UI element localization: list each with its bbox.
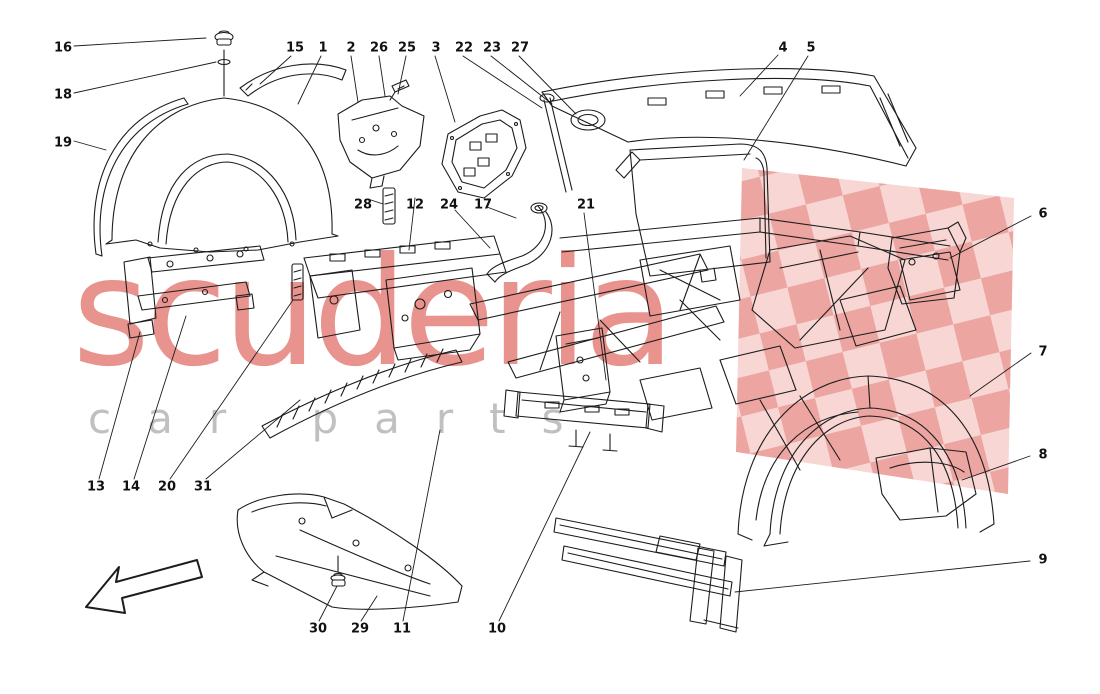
- front-crossmember: [303, 235, 507, 361]
- upper-trim-strip: [239, 63, 347, 97]
- watermark-subtitle-text: car parts: [88, 394, 600, 443]
- windscreen-cowl-structure: [541, 68, 917, 167]
- support-strut: [539, 93, 573, 193]
- front-support-brackets: [123, 245, 265, 339]
- front-wheel-arch: [105, 97, 339, 253]
- lower-crossmember: [503, 389, 665, 452]
- center-support: [555, 327, 611, 413]
- checkered-flag-watermark: [736, 168, 1014, 494]
- rear-wheel-arch: [737, 375, 995, 547]
- undertray-panel: [236, 493, 463, 610]
- drain-hose: [486, 202, 553, 283]
- rear-subframe: [553, 517, 743, 633]
- slatted-grille-strip: [261, 348, 463, 439]
- rear-mounting-bracket: [887, 221, 967, 305]
- perforated-plate: [441, 109, 527, 199]
- callout-leader-lines: [73, 37, 1032, 622]
- front-direction-arrow: [85, 559, 203, 614]
- rear-closing-panel: [875, 447, 977, 521]
- arch-seal-gasket: [93, 97, 189, 257]
- fixing-screw: [389, 79, 410, 101]
- rubber-cap-plug: [214, 30, 234, 97]
- chassis-frame: [469, 217, 961, 471]
- firewall-panel: [615, 143, 771, 283]
- anti-vibration-pads: [291, 187, 396, 301]
- side-closing-panel: [337, 95, 425, 189]
